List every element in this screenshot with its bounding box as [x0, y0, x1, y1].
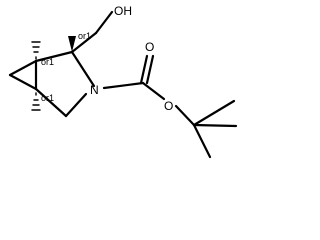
stereo-label-c1: or1: [41, 57, 54, 67]
bond-c6-c5: [8, 73, 38, 91]
bond-n-c4: [64, 92, 88, 118]
bold-wedge-c2: [68, 36, 76, 52]
hashed-wedge-c5: [31, 92, 41, 111]
bond-n-carbonyl: [102, 81, 145, 90]
atom-labels: OH N O O: [90, 4, 173, 113]
bond-c6-c1: [8, 59, 38, 77]
carbonyl-oxygen-label: O: [145, 40, 154, 54]
bond-c4-c5: [34, 87, 68, 118]
stereo-labels: or1 or1 or1: [41, 31, 91, 103]
structure-drawing: OH N O O or1 or1 or1: [8, 4, 238, 159]
bond-c2-ch2: [70, 31, 98, 54]
bond-ester-o-tbu: [174, 104, 196, 127]
bonds: [8, 10, 238, 159]
bond-c2-n: [70, 50, 96, 88]
bond-tbu-me3: [192, 123, 212, 159]
hashed-wedge-c1: [31, 41, 41, 60]
bond-c1-c2: [34, 50, 74, 63]
hydroxyl-label: OH: [114, 4, 132, 18]
bond-ch2-o: [94, 10, 114, 35]
bond-tbu-me1: [192, 99, 236, 127]
bond-carbonyl-double-1: [139, 54, 149, 85]
ester-oxygen-label: O: [164, 99, 173, 113]
bond-tbu-me2: [192, 123, 238, 128]
bond-carbonyl-double-2: [145, 54, 155, 85]
stereo-label-c2: or1: [78, 31, 91, 41]
bond-carbonyl-ester-o: [141, 81, 166, 101]
stereo-label-c5: or1: [41, 93, 54, 103]
nitrogen-label: N: [90, 83, 99, 97]
